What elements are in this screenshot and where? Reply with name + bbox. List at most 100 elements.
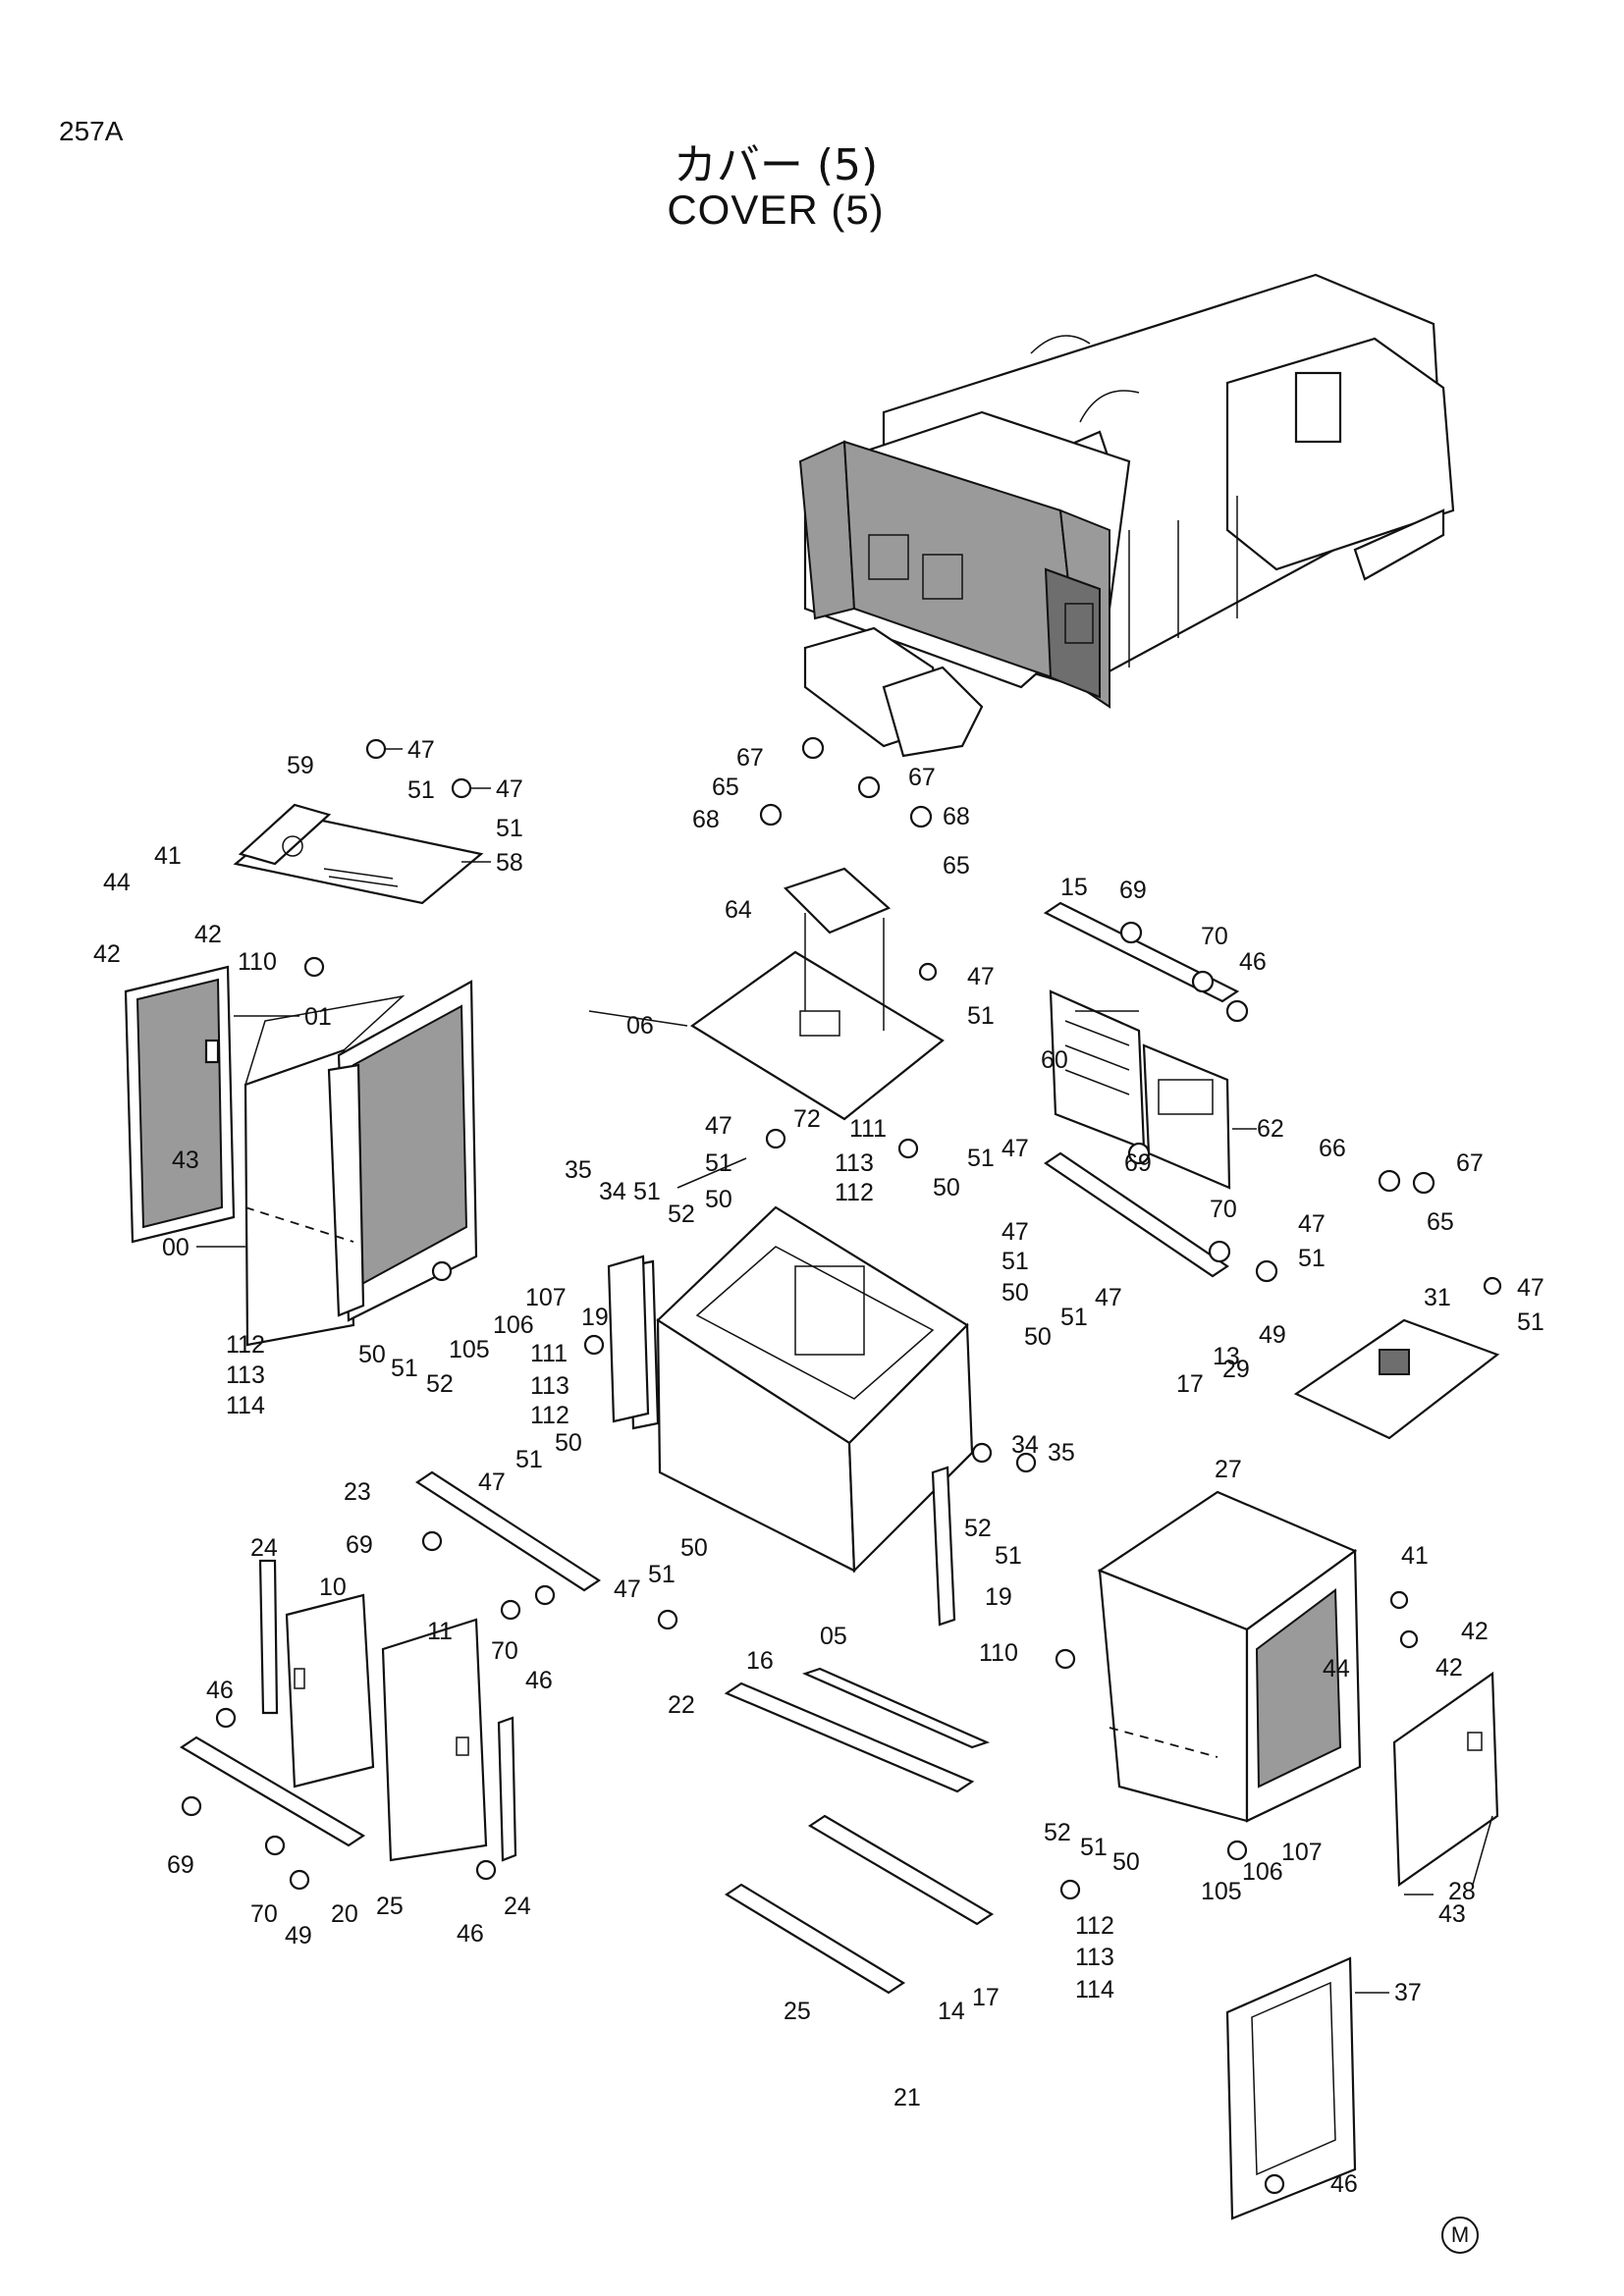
callout-24: 24 [250, 1534, 278, 1562]
callout-34: 34 [1011, 1431, 1039, 1459]
callout-47: 47 [1517, 1274, 1544, 1302]
callout-51: 51 [705, 1149, 732, 1177]
callout-68: 68 [943, 803, 970, 830]
callout-05: 05 [820, 1623, 847, 1650]
callout-105: 105 [449, 1336, 490, 1363]
callout-70: 70 [1210, 1196, 1237, 1223]
callout-51: 51 [1060, 1304, 1088, 1331]
callout-19: 19 [985, 1583, 1012, 1611]
callout-49: 49 [1259, 1321, 1286, 1349]
callout-31: 31 [1424, 1284, 1451, 1311]
callout-51: 51 [967, 1145, 995, 1172]
callout-25: 25 [784, 1998, 811, 2025]
callout-67: 67 [736, 744, 764, 772]
callout-52: 52 [426, 1370, 454, 1398]
callout-52: 52 [1044, 1819, 1071, 1846]
callout-14: 14 [938, 1998, 965, 2025]
callout-17: 17 [1176, 1370, 1204, 1398]
callout-70: 70 [1201, 923, 1228, 950]
callout-47: 47 [1298, 1210, 1326, 1238]
callout-50: 50 [1001, 1279, 1029, 1307]
callout-105: 105 [1201, 1878, 1242, 1905]
callout-47: 47 [407, 736, 435, 764]
callout-00: 00 [162, 1234, 189, 1261]
callout-16: 16 [746, 1647, 774, 1675]
callout-107: 107 [525, 1284, 567, 1311]
callout-42: 42 [93, 940, 121, 968]
callout-47: 47 [967, 963, 995, 990]
callout-51: 51 [515, 1446, 543, 1473]
machine-overview-illustration [798, 273, 1455, 758]
callout-43: 43 [1438, 1900, 1466, 1928]
cover-plate-29 [1293, 1318, 1500, 1440]
callout-51: 51 [407, 776, 435, 804]
callout-58: 58 [496, 849, 523, 877]
callout-50: 50 [1024, 1323, 1052, 1351]
callout-35: 35 [565, 1156, 592, 1184]
callout-20: 20 [331, 1900, 358, 1928]
callout-65: 65 [1427, 1208, 1454, 1236]
callout-51: 51 [391, 1355, 418, 1382]
callout-01: 01 [304, 1003, 332, 1031]
callout-44: 44 [1323, 1655, 1350, 1682]
callout-50: 50 [1112, 1848, 1140, 1876]
cover-top-plate-58 [233, 803, 484, 905]
callout-23: 23 [344, 1478, 371, 1506]
callout-114: 114 [226, 1392, 265, 1419]
callout-46: 46 [457, 1920, 484, 1948]
plate-06 [690, 867, 945, 1121]
callout-28: 28 [1448, 1878, 1476, 1905]
callout-50: 50 [358, 1341, 386, 1368]
callout-68: 68 [692, 806, 720, 833]
callout-46: 46 [525, 1667, 553, 1694]
callout-46: 46 [1239, 948, 1267, 976]
callout-65: 65 [712, 774, 739, 801]
callout-112: 112 [1075, 1912, 1114, 1940]
callout-42: 42 [1461, 1618, 1489, 1645]
callout-112: 112 [226, 1331, 265, 1359]
callout-10: 10 [319, 1574, 347, 1601]
callout-69: 69 [346, 1531, 373, 1559]
callout-46: 46 [206, 1677, 234, 1704]
fasteners [181, 736, 1502, 2195]
panel-37 [1225, 1956, 1357, 2220]
callout-113: 113 [226, 1362, 265, 1389]
callout-67: 67 [1456, 1149, 1484, 1177]
revision-mark: M [1441, 2216, 1479, 2254]
callout-65: 65 [943, 852, 970, 880]
callout-47: 47 [705, 1112, 732, 1140]
callout-47: 47 [1001, 1218, 1029, 1246]
callout-47: 47 [1095, 1284, 1122, 1311]
callout-51: 51 [1001, 1248, 1029, 1275]
door-28 [1392, 1671, 1499, 1888]
callout-47: 47 [496, 775, 523, 803]
title-japanese: カバー (5) [673, 140, 879, 190]
callout-112: 112 [530, 1402, 569, 1429]
callout-59: 59 [287, 752, 314, 779]
callout-106: 106 [1242, 1858, 1283, 1886]
callout-51: 51 [633, 1178, 661, 1205]
callout-51: 51 [496, 815, 523, 842]
callout-13: 13 [1213, 1343, 1240, 1370]
cab-frame-27 [1097, 1490, 1362, 1823]
callout-52: 52 [668, 1201, 695, 1228]
callout-113: 113 [530, 1372, 569, 1400]
callout-27: 27 [1215, 1456, 1242, 1483]
callout-47: 47 [1001, 1135, 1029, 1162]
callout-47: 47 [478, 1468, 506, 1496]
callout-37: 37 [1394, 1979, 1422, 2006]
frame-05 [626, 1205, 974, 1574]
rails-20-22-23-25 [179, 901, 1240, 1995]
callout-60: 60 [1041, 1046, 1068, 1074]
callout-47: 47 [614, 1575, 641, 1603]
callout-50: 50 [705, 1186, 732, 1213]
callout-29: 29 [1222, 1356, 1250, 1383]
callout-42: 42 [1435, 1654, 1463, 1682]
callout-69: 69 [1119, 877, 1147, 904]
callout-51: 51 [648, 1561, 676, 1588]
callout-25: 25 [376, 1893, 404, 1920]
callout-64: 64 [725, 896, 752, 924]
callout-51: 51 [1298, 1245, 1326, 1272]
callout-114: 114 [1075, 1976, 1114, 2003]
